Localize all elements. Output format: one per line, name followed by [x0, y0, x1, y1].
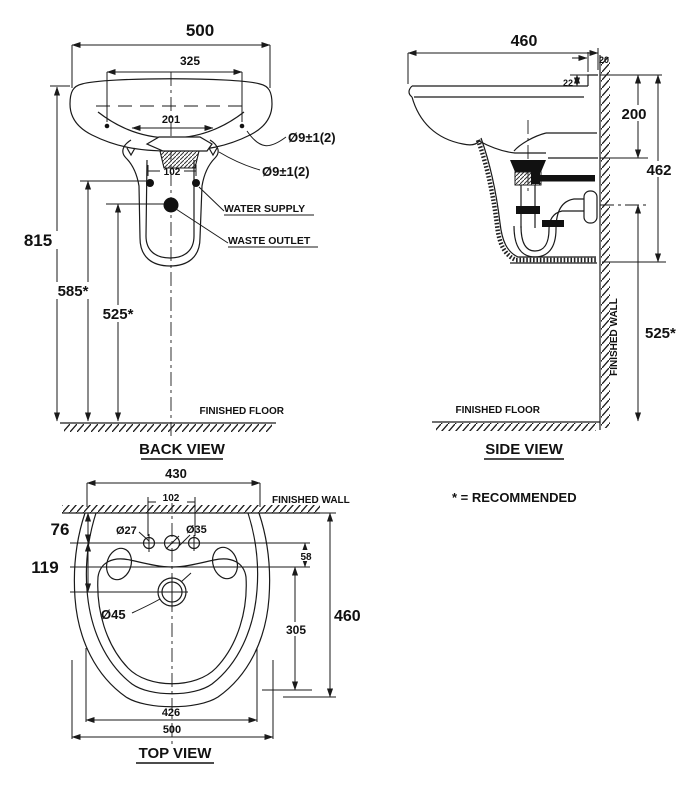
dim-text-mask: [96, 305, 140, 322]
floor-hatching-side: [436, 423, 596, 431]
hole-tick: [165, 535, 180, 550]
faucet-deck: [145, 136, 213, 152]
small-hole-dia-label: Ø27: [116, 525, 137, 537]
drain-dia-label: Ø45: [101, 607, 126, 622]
top-view-drawing: FINISHED WALL Ø27 Ø35 Ø45: [31, 466, 361, 764]
drain-tick: [180, 572, 192, 583]
leader-line: [178, 534, 191, 547]
trap-outer: [513, 225, 557, 258]
pedestal-inner-line: [145, 159, 195, 259]
dim-text-mask: [156, 492, 187, 503]
overflow-hole-left: [105, 547, 133, 581]
overflow-hole-right: [211, 546, 239, 580]
depth-overall-dim: 460: [511, 33, 538, 50]
holes-to-bowl-dim: 58: [300, 552, 312, 563]
waste-outlet-label: WASTE OUTLET: [228, 235, 311, 247]
dim-text-mask: [617, 105, 652, 121]
dim-text-mask: [641, 161, 677, 177]
top-width-overall-dim: 500: [163, 724, 181, 736]
fixing-hole-right: [239, 123, 245, 129]
ledge-depth-dim: 20: [599, 55, 609, 65]
pedestal-collar: [159, 150, 200, 169]
rim-to-outlet-dim: 462: [646, 162, 671, 179]
fixing-hole-top-callout: Ø9±1(2): [288, 130, 336, 145]
dim-text-mask: [297, 550, 315, 561]
water-supply-label: WATER SUPPLY: [224, 203, 305, 215]
dim-text-mask: [52, 282, 94, 299]
left-ear-hole-mark: [126, 147, 136, 157]
side-view-title: SIDE VIEW: [485, 441, 563, 458]
apron-hatched-edge: [475, 139, 596, 263]
back-view-drawing: 500 325 201 102 815 585* 525*: [18, 21, 336, 460]
drain-nut: [510, 160, 546, 172]
overflow-curve: [513, 132, 547, 152]
top-view-title: TOP VIEW: [139, 745, 213, 762]
wall-hatching-top: [62, 505, 320, 513]
waste-outlet-hole: [163, 197, 179, 213]
height-overall-dim: 815: [24, 231, 52, 250]
outlet-height-dim-side: 525*: [645, 325, 676, 342]
finished-floor-label-back: FINISHED FLOOR: [200, 406, 285, 417]
inner-width-dim: 426: [162, 707, 180, 719]
leader-line: [175, 208, 229, 244]
recommended-footnote: * = RECOMMENDED: [452, 490, 577, 505]
water-supply-hole-right: [192, 179, 200, 187]
rim-width-dim: 430: [165, 466, 187, 481]
back-width-overall-dim: 500: [186, 21, 214, 40]
dim-text-mask: [283, 622, 309, 636]
back-ledge: [587, 74, 598, 86]
floor-hatching-back: [64, 424, 272, 432]
leader-line: [246, 130, 287, 147]
wall-hatching-side: [601, 57, 610, 428]
tailpipe-nut: [516, 206, 540, 214]
pedestal-outline: [122, 139, 219, 267]
dim-text-mask: [18, 231, 58, 249]
fixing-hole-left: [104, 123, 110, 129]
leader-line: [198, 186, 225, 212]
rim-to-bowl-dim: 200: [621, 106, 646, 123]
bowl-outline-top: [97, 558, 247, 685]
top-depth-overall-dim: 460: [334, 608, 361, 625]
finished-wall-label-side: FINISHED WALL: [609, 298, 620, 376]
basin-underside-curve: [411, 96, 480, 146]
trap-arm-nut: [542, 220, 564, 227]
supply-pipe: [540, 175, 595, 182]
supply-valve: [531, 171, 540, 184]
right-ear-hole-mark: [208, 147, 218, 157]
faucet-hole-center: [163, 534, 181, 552]
holes-to-drain-dim: 119: [31, 558, 58, 577]
back-hole-spacing-dim: 102: [164, 167, 181, 178]
waste-outlet-height-dim: 525*: [103, 306, 134, 323]
finished-wall-label-top: FINISHED WALL: [272, 495, 350, 506]
wall-flange: [583, 190, 598, 224]
trap-inner: [520, 225, 550, 252]
rim-thickness-dim: 22: [563, 78, 573, 88]
wall-to-holes-dim: 76: [51, 520, 70, 539]
leader-line: [218, 151, 261, 171]
bowl-depth-dim: 305: [286, 623, 306, 637]
back-view-title: BACK VIEW: [139, 441, 226, 458]
water-supply-height-dim: 585*: [58, 283, 89, 300]
top-hole-spacing-dim: 102: [163, 493, 180, 504]
dim-text-mask: [643, 324, 687, 340]
rim-front-edge: [408, 85, 413, 98]
faucet-hole-dia-label: Ø35: [186, 524, 207, 536]
side-view-drawing: FINISHED WALL 460: [407, 33, 687, 505]
apron-inner-line: [480, 137, 596, 258]
pedestal-top-width-dim: 201: [162, 114, 180, 126]
leader-line: [138, 531, 150, 542]
back-mounting-width-dim: 325: [180, 54, 200, 68]
leader-line: [131, 598, 161, 614]
bowl-underside-line: [478, 140, 546, 154]
fixing-hole-bottom-callout: Ø9±1(2): [262, 164, 310, 179]
basin-outline-back: [69, 78, 273, 152]
water-supply-hole-left: [146, 179, 154, 187]
finished-floor-label-side: FINISHED FLOOR: [456, 405, 541, 416]
